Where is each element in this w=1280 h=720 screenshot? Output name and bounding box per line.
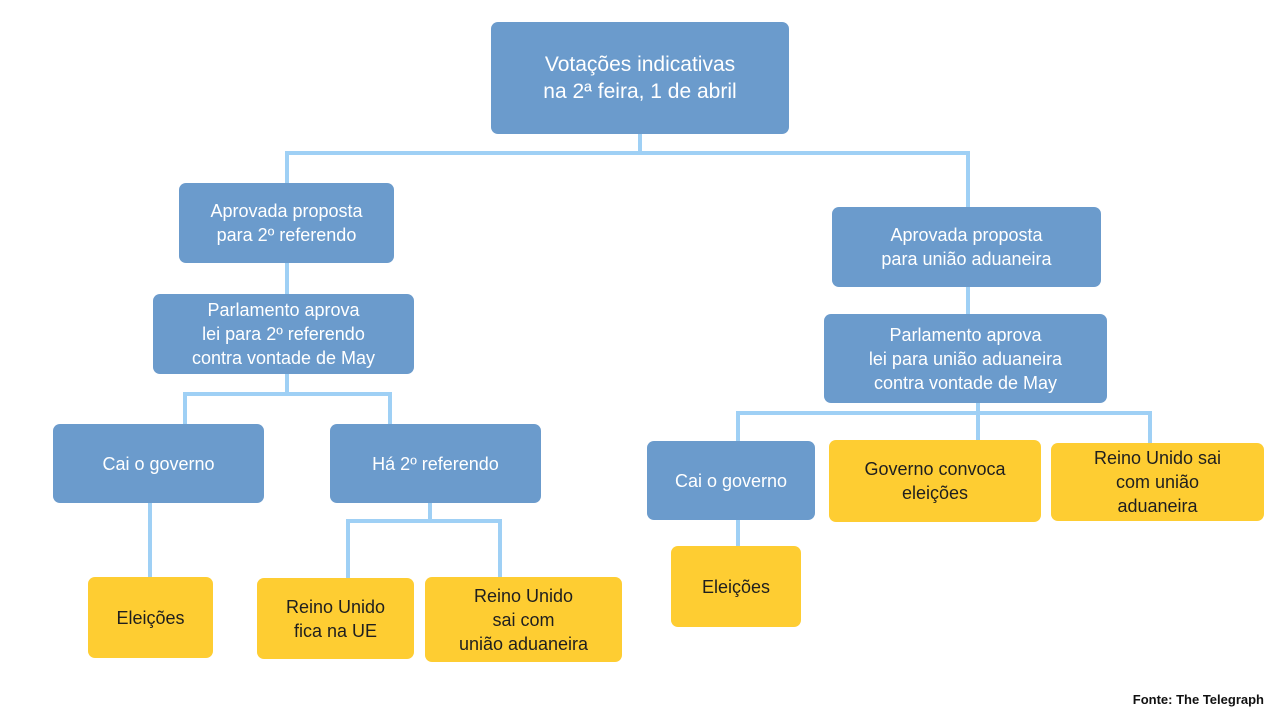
customs-union-approved-node: Aprovada proposta para união aduaneira: [832, 207, 1101, 287]
elections-node-right: Eleições: [671, 546, 801, 627]
source-credit: Fonte: The Telegraph: [1132, 692, 1264, 707]
second-referendum-held-node: Há 2º referendo: [330, 424, 541, 503]
government-falls-node-left: Cai o governo: [53, 424, 264, 503]
root-node: Votações indicativas na 2ª feira, 1 de a…: [491, 22, 789, 134]
uk-leaves-with-customs-union-node-right: Reino Unido sai com união aduaneira: [1051, 443, 1264, 521]
second-referendum-approved-node: Aprovada proposta para 2º referendo: [179, 183, 394, 263]
government-calls-elections-node: Governo convoca eleições: [829, 440, 1041, 522]
parliament-approves-customs-union-node: Parlamento aprova lei para união aduanei…: [824, 314, 1107, 403]
government-falls-node-right: Cai o governo: [647, 441, 815, 520]
parliament-approves-referendum-node: Parlamento aprova lei para 2º referendo …: [153, 294, 414, 374]
elections-node-left: Eleições: [88, 577, 213, 658]
uk-stays-in-eu-node: Reino Unido fica na UE: [257, 578, 414, 659]
uk-leaves-with-customs-union-node-left: Reino Unido sai com união aduaneira: [425, 577, 622, 662]
